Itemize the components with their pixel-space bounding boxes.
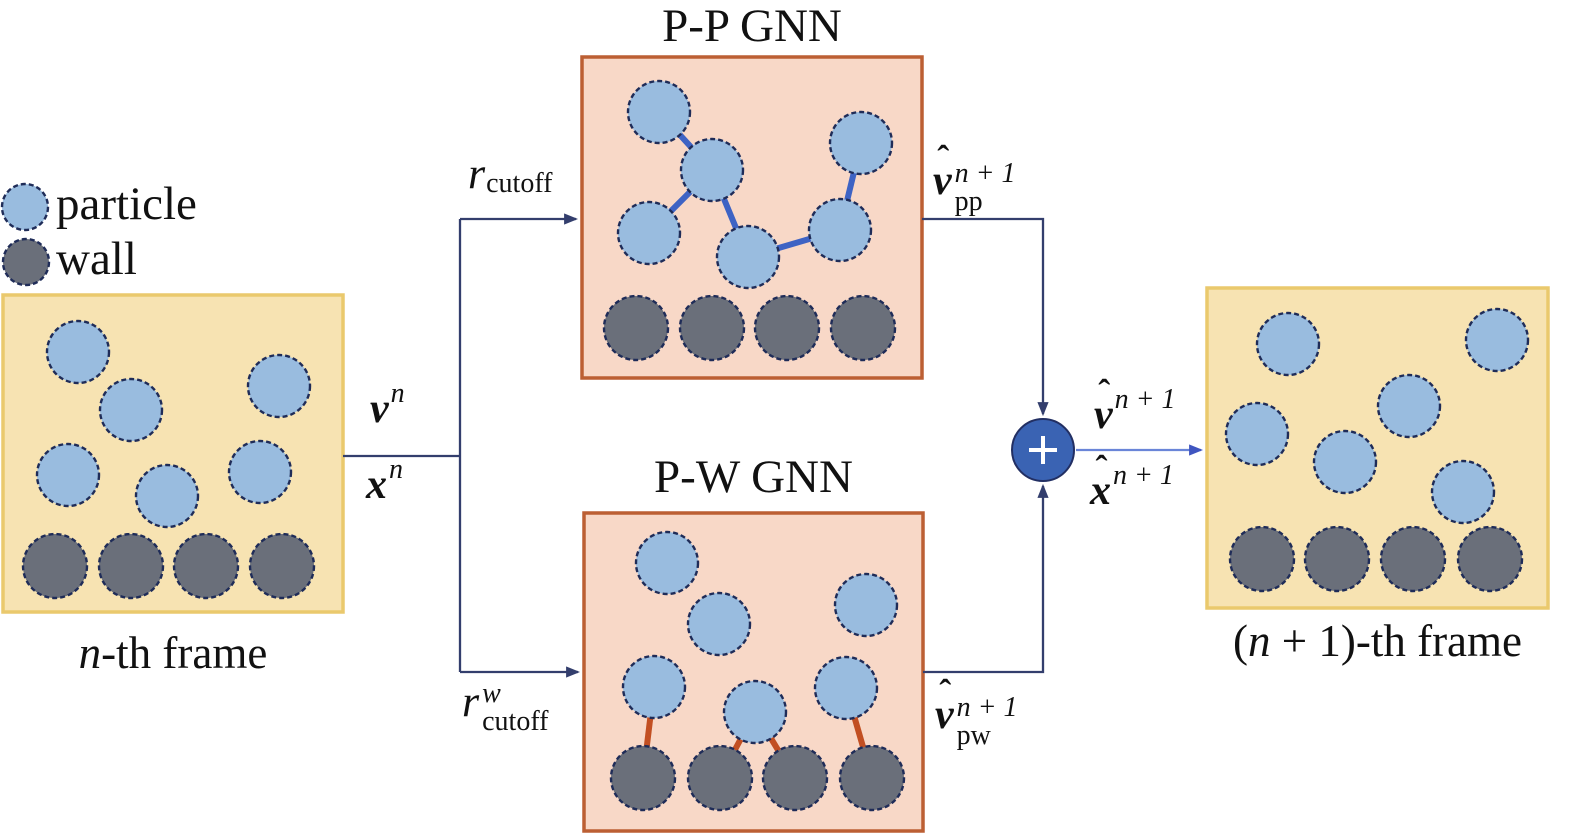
wall-node — [761, 744, 829, 812]
left-frame-caption-rest: -th frame — [101, 628, 268, 678]
particle-node — [626, 79, 692, 145]
wall-node — [602, 294, 670, 362]
particle-node — [1464, 307, 1530, 373]
legend-wall-label: wall — [56, 233, 137, 285]
particle-node — [1255, 311, 1321, 377]
wall-node — [609, 744, 677, 812]
right-frame-caption-rest: + 1)-th frame — [1270, 616, 1523, 666]
particle-node — [246, 353, 312, 419]
pp-gnn-title: P-P GNN — [662, 0, 842, 52]
flow-line — [922, 217, 1049, 417]
particle-node — [679, 137, 745, 203]
particle-node — [722, 679, 788, 745]
particle-node — [686, 591, 752, 657]
particle-node — [45, 319, 111, 385]
legend-wall-icon — [1, 237, 51, 287]
particle-node — [134, 463, 200, 529]
wall-node — [1456, 525, 1524, 593]
wall-node — [21, 532, 89, 600]
particle-node — [715, 224, 781, 290]
right-frame-caption-n: n — [1247, 616, 1271, 666]
wall-node — [686, 744, 754, 812]
wall-node — [829, 294, 897, 362]
particle-node — [616, 200, 682, 266]
wall-node — [1303, 525, 1371, 593]
particle-node — [1224, 401, 1290, 467]
wall-node — [678, 294, 746, 362]
particle-node — [35, 442, 101, 508]
legend-particle-label: particle — [56, 178, 197, 230]
particle-node — [833, 572, 899, 638]
wall-node — [838, 744, 906, 812]
legend-particle-icon — [0, 182, 50, 232]
particle-node — [1312, 429, 1378, 495]
wall-node — [1379, 525, 1447, 593]
right-frame-caption: (n + 1)-th frame — [1190, 616, 1565, 666]
pw-gnn-title: P-W GNN — [654, 451, 853, 503]
wall-node — [248, 532, 316, 600]
particle-node — [227, 439, 293, 505]
left-frame-caption: n-th frame — [3, 628, 343, 678]
particle-node — [807, 197, 873, 263]
particle-node — [634, 530, 700, 596]
particle-node — [813, 655, 879, 721]
left-frame-caption-n: n — [78, 628, 102, 678]
wall-node — [97, 532, 165, 600]
flow-line — [923, 483, 1049, 674]
particle-node — [621, 654, 687, 720]
wall-node — [1228, 525, 1296, 593]
particle-node — [828, 110, 894, 176]
wall-node — [753, 294, 821, 362]
wall-node — [172, 532, 240, 600]
particle-node — [1430, 459, 1496, 525]
particle-node — [1376, 373, 1442, 439]
right-frame-caption-pre: ( — [1232, 616, 1248, 666]
particle-node — [98, 377, 164, 443]
